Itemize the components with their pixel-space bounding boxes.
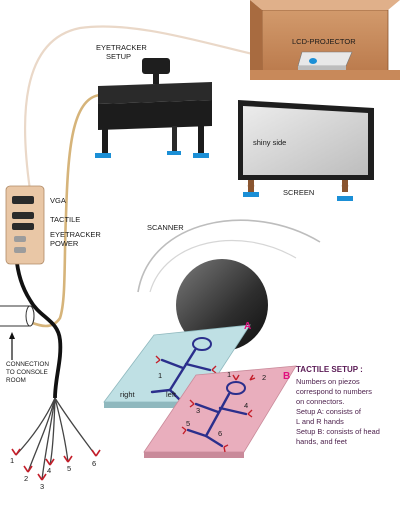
arrow-up-icon [9, 332, 15, 339]
tactile-setup-line: Numbers on piezos [296, 377, 360, 386]
desk-foot [167, 151, 181, 155]
connector-number: 6 [92, 459, 96, 468]
piezo-number: 3 [196, 406, 200, 415]
tactile-setup-title: TACTILE SETUP : [296, 365, 363, 374]
board-right-label: right [120, 390, 136, 399]
eyetracker-setup-label: SETUP [106, 52, 131, 61]
connector-numbers: 1 2 3 4 5 6 [10, 456, 96, 491]
connection-label: ROOM [6, 377, 26, 384]
tactile-board-b: 1 2 3 4 5 6 B [143, 365, 297, 458]
tactile-setup-line: Setup A: consists of [296, 407, 362, 416]
power-port [14, 236, 26, 242]
lcd-projector-label: LCD-PROJECTOR [292, 37, 356, 46]
lcd-projector [297, 51, 353, 70]
body-figure-b [186, 381, 248, 448]
piezo-number: 2 [262, 373, 266, 382]
eyetracker-camera-icon [142, 58, 170, 74]
tactile-port [12, 223, 34, 230]
connector-number: 5 [67, 464, 71, 473]
projection-screen: shiny side SCREEN [238, 100, 374, 201]
connector-number: 3 [40, 482, 44, 491]
tactile-board-a: 1 2 right left A [103, 321, 251, 408]
power-port [14, 247, 26, 253]
connection-label: TO CONSOLE [6, 369, 48, 376]
desk-foot [95, 153, 111, 158]
eyetracker-setup: EYETRACKER SETUP [95, 43, 212, 158]
board-left-label: left [166, 390, 177, 399]
shiny-side-label: shiny side [253, 138, 286, 147]
projector-room: LCD-PROJECTOR [250, 0, 400, 80]
tactile-setup-description: TACTILE SETUP : Numbers on piezos corres… [296, 365, 380, 446]
screen-foot [337, 196, 353, 201]
projector-lens-icon [309, 58, 317, 64]
connector-number: 4 [47, 466, 51, 475]
connector-number: 1 [10, 456, 14, 465]
board-b-tag: B [283, 371, 290, 382]
piezo-number: 5 [186, 419, 190, 428]
piezo-number: 4 [244, 401, 248, 410]
desk-foot [193, 153, 209, 158]
eyetracker-power-label: POWER [50, 239, 79, 248]
tactile-setup-line: L and R hands [296, 417, 344, 426]
piezo-number: 1 [227, 370, 231, 379]
piezo-number: 6 [218, 429, 222, 438]
connector-panel: VGA TACTILE EYETRACKER POWER [5, 185, 101, 265]
screen-label: SCREEN [283, 188, 314, 197]
tactile-setup-line: Setup B: consists of head [296, 427, 380, 436]
tactile-setup-line: on connectors. [296, 397, 344, 406]
projector-cable [23, 25, 301, 191]
eyetracker-power-label: EYETRACKER [50, 230, 101, 239]
console-connection: CONNECTION TO CONSOLE ROOM [0, 305, 49, 384]
vga-label: VGA [50, 196, 66, 205]
piezo-number: 1 [158, 371, 162, 380]
eyetracker-cable [29, 93, 101, 328]
vga-port [12, 196, 34, 204]
connector-number: 2 [24, 474, 28, 483]
connector-tips [11, 448, 101, 481]
tactile-setup-line: correspond to numbers [296, 387, 372, 396]
tactile-label: TACTILE [50, 215, 80, 224]
tactile-setup-line: hands, and feet [296, 437, 347, 446]
connection-label: CONNECTION [6, 361, 49, 368]
eyetracker-setup-label: EYETRACKER [96, 43, 147, 52]
body-figure-a [150, 337, 212, 402]
board-a-tag: A [244, 321, 251, 332]
screen-foot [243, 192, 259, 197]
scanner-label: SCANNER [147, 223, 184, 232]
tactile-port [12, 212, 34, 219]
